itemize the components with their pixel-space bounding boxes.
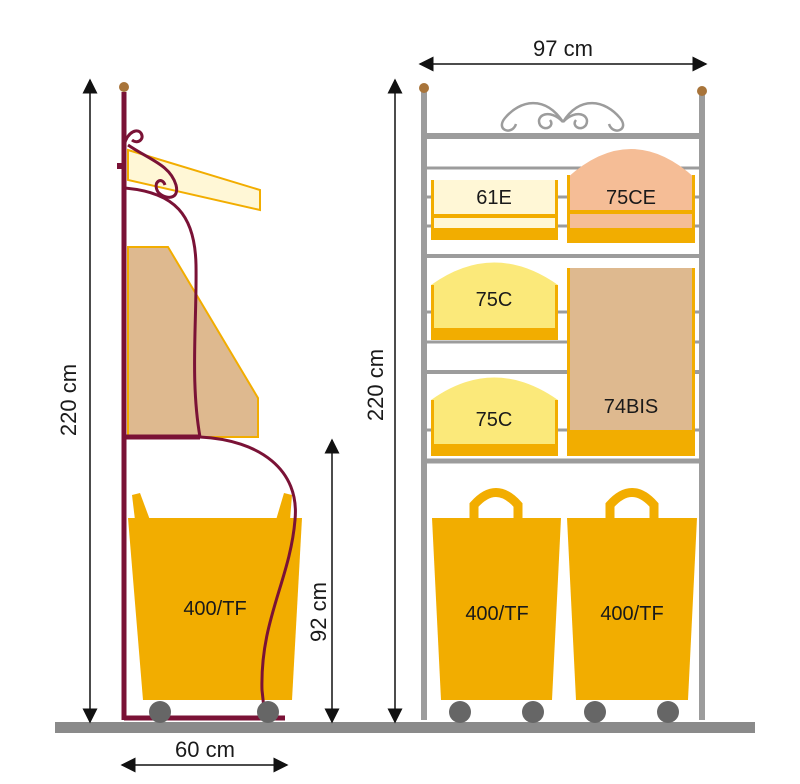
right-unit: 61E 75CE 75C 74BIS 75C [419,83,707,723]
tray-61e: 61E [431,180,558,240]
left-basket: 400/TF [128,493,302,700]
right-pole-cap [419,83,429,93]
tray-label: 74BIS [604,396,658,418]
wheel [584,701,606,723]
left-width-label: 60 cm [175,737,235,762]
scroll-decoration [500,101,625,132]
right-basket-1: 400/TF [432,488,561,700]
left-height-label: 220 cm [56,364,81,436]
wheel [257,701,279,723]
basket-label: 400/TF [600,603,663,625]
floor [55,722,755,733]
left-unit: 400/TF [117,82,302,723]
tray-75c-upper: 75C [431,262,558,340]
right-width-label: 97 cm [533,36,593,61]
basket-label: 400/TF [465,603,528,625]
tray-label: 75C [476,289,513,311]
tray-label: 61E [476,187,512,209]
wheel [657,701,679,723]
right-height-label: 220 cm [363,349,388,421]
top-tray [127,148,261,212]
tray-label: 75CE [606,187,656,209]
tray-74bis: 74BIS [567,268,695,456]
left-basket-label: 400/TF [183,598,246,620]
basket-height-label: 92 cm [306,582,331,642]
wheel [449,701,471,723]
wheel [149,701,171,723]
wheel [522,701,544,723]
left-pole-cap [119,82,129,92]
brown-tray [127,246,259,438]
left-frame [117,92,297,721]
right-basket-2: 400/TF [567,488,697,700]
right-pole-cap [697,86,707,96]
tray-75ce: 75CE [567,149,695,243]
tray-75c-lower: 75C [431,377,558,456]
tray-label: 75C [476,409,513,431]
